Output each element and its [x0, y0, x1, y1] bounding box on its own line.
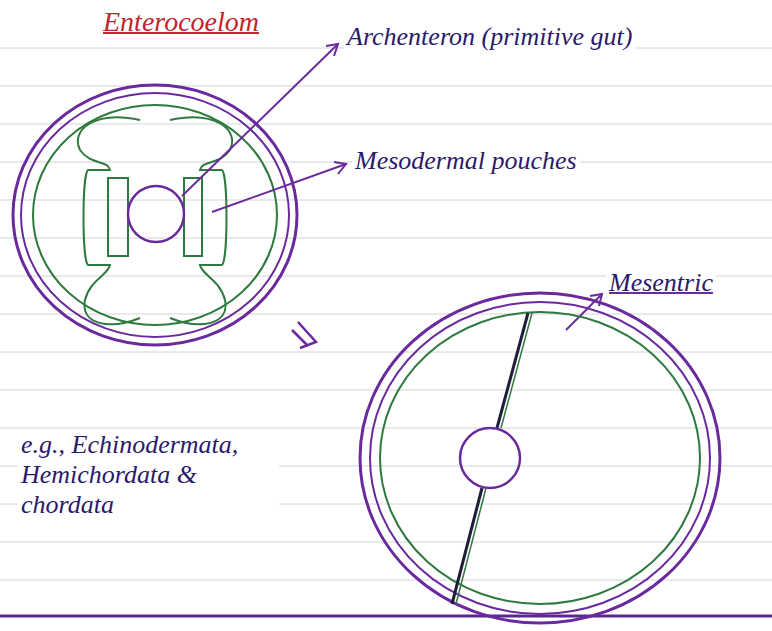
- example-note: e.g., Echinodermata, Hemichordata & chor…: [18, 430, 279, 520]
- part-label: Mesodermal pouches: [352, 146, 580, 176]
- embryo-late: [360, 293, 720, 623]
- transition-arrow: [292, 322, 316, 348]
- part-label: Archenteron (primitive gut): [344, 22, 635, 52]
- part-label: Mesentric: [606, 268, 716, 298]
- leader-lines: [182, 44, 602, 330]
- embryo-early: [13, 85, 297, 345]
- title: Enterocoelom: [100, 6, 262, 38]
- bottom-rule: [0, 615, 772, 618]
